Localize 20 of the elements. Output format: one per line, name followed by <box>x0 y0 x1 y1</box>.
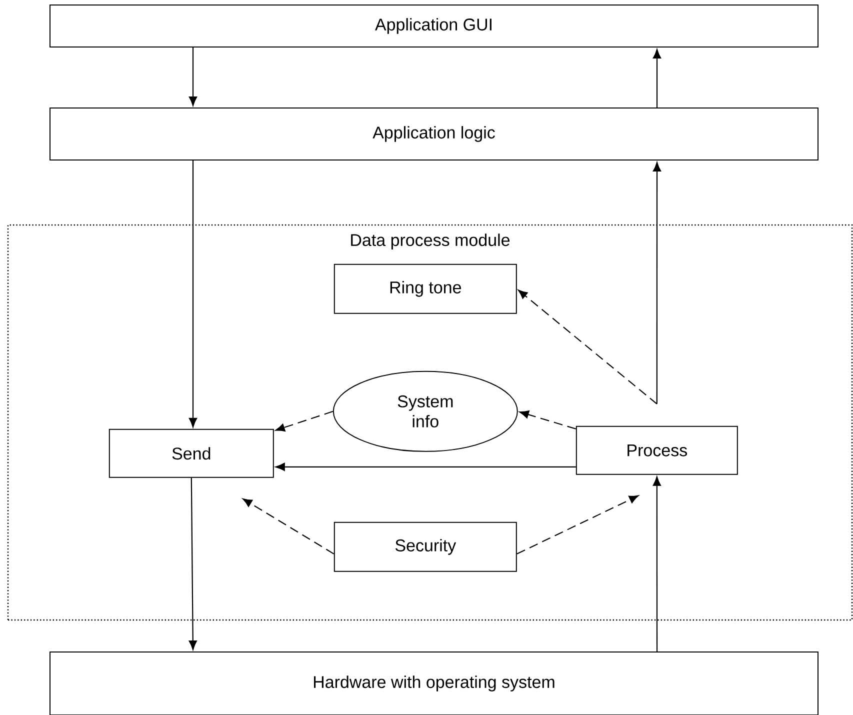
process-box: Security <box>334 522 517 572</box>
arrow <box>652 49 662 108</box>
ellipse-node: System info <box>332 370 518 452</box>
arrow <box>652 476 661 652</box>
arrow <box>652 162 662 404</box>
dashed-arrow <box>242 498 334 554</box>
process-box: Send <box>108 428 274 478</box>
arrow <box>275 462 576 471</box>
layer-box: Hardware with operating system <box>50 652 818 715</box>
layer-box: Application logic <box>50 108 818 160</box>
arrow <box>188 160 198 428</box>
layer-box: Application GUI <box>50 4 818 48</box>
dashed-arrow <box>519 410 576 430</box>
process-box: Ring tone <box>334 264 517 314</box>
process-box: Process <box>576 426 738 475</box>
arrow <box>188 48 198 106</box>
dashed-arrow <box>516 495 639 554</box>
dashed-arrow <box>275 410 334 432</box>
dashed-arrow <box>518 290 658 404</box>
arrow <box>188 478 197 650</box>
